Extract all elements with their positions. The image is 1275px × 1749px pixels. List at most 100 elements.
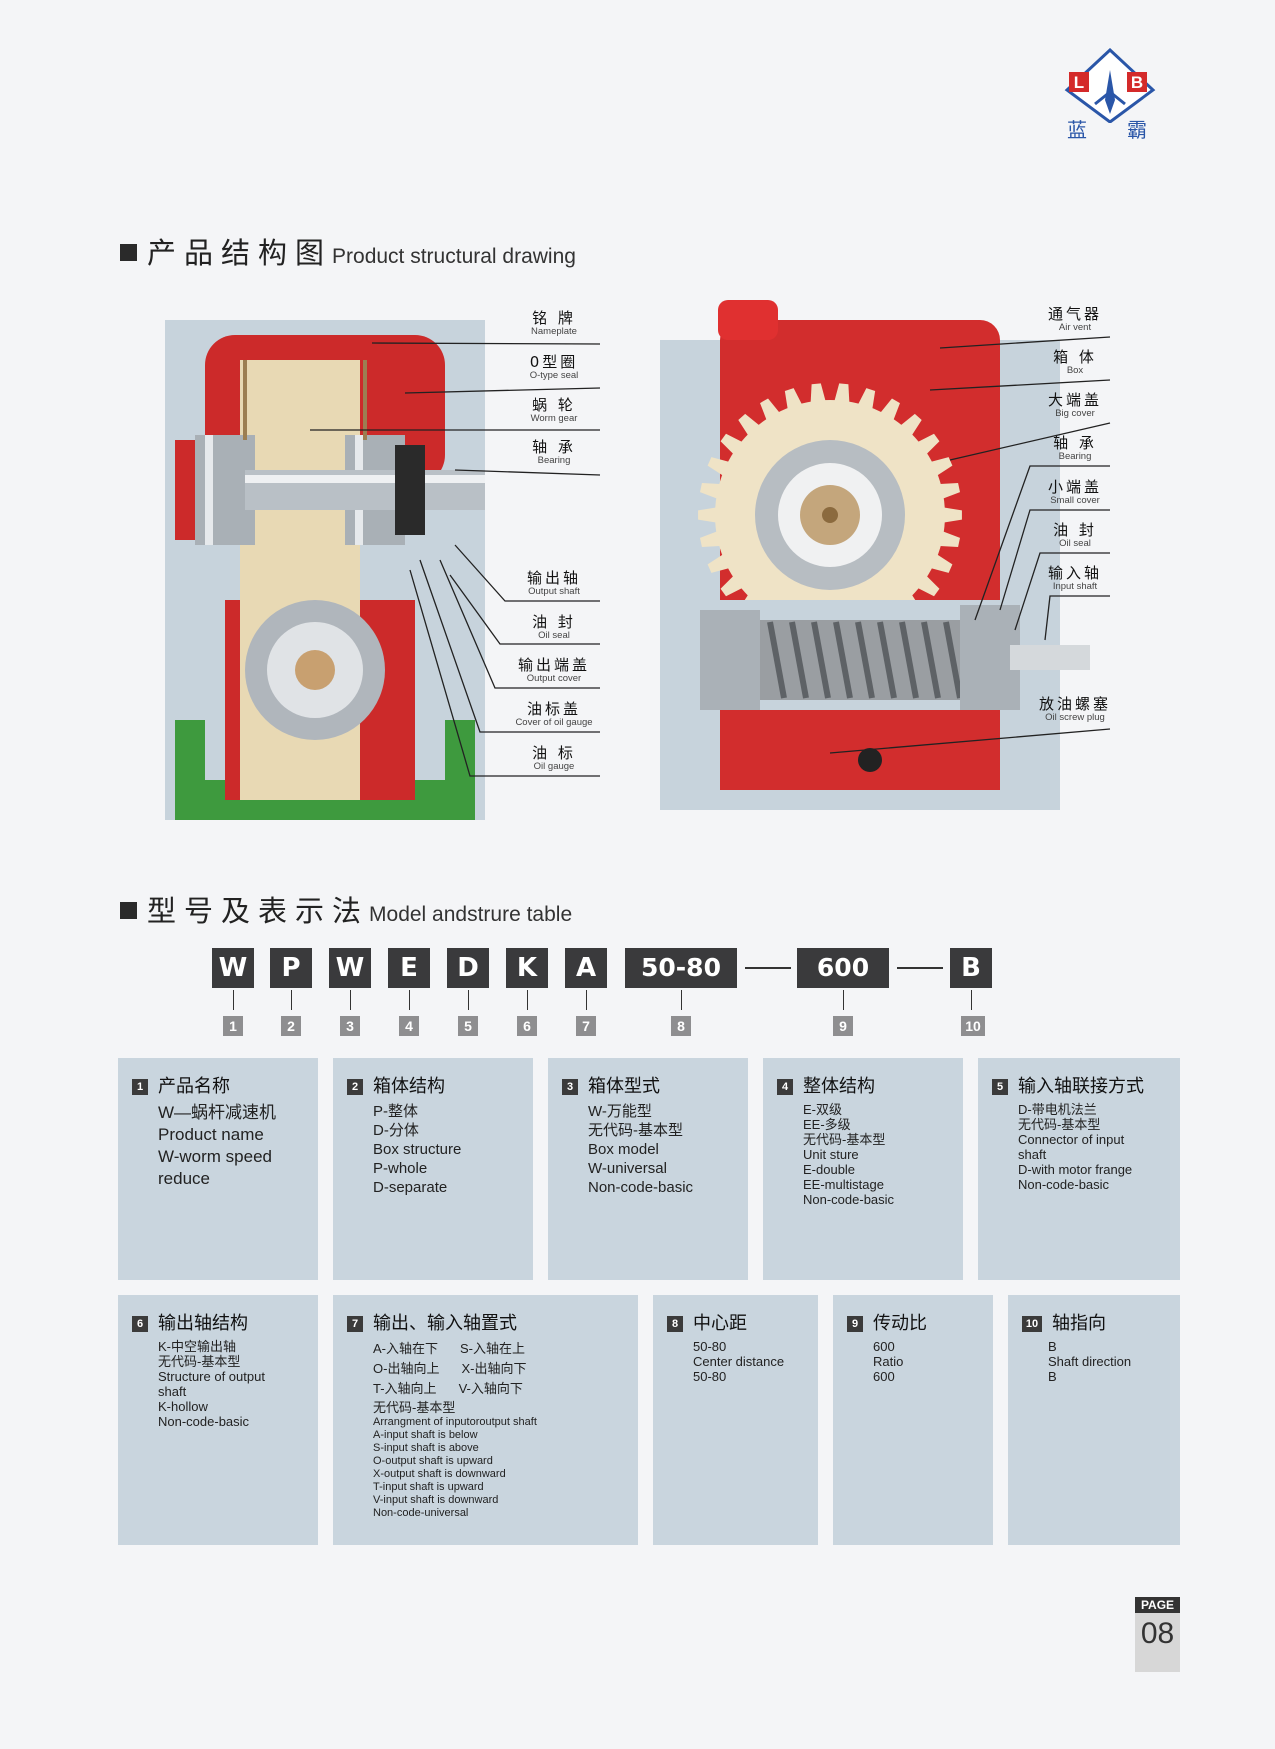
gear-tooth — [810, 383, 827, 405]
box-title: 箱体型式 — [588, 1076, 660, 1097]
box-title: 中心距 — [693, 1313, 747, 1334]
box-title: 产品名称 — [158, 1076, 230, 1097]
code-box-5: D — [447, 948, 489, 988]
gear-tooth — [915, 574, 940, 597]
box-line: W-worm speed — [158, 1147, 272, 1166]
box-line: shaft — [158, 1384, 187, 1399]
code-box-9: 600 — [797, 948, 889, 988]
box-line: W—蜗杆减速机 — [158, 1103, 277, 1122]
box-line: P-whole — [373, 1160, 428, 1177]
box-line: E-双级 — [803, 1102, 843, 1117]
box-line: EE-multistage — [803, 1177, 884, 1192]
box-line: B — [1048, 1339, 1057, 1354]
box-title: 输入轴联接方式 — [1018, 1076, 1144, 1097]
worm-thread-line — [767, 621, 787, 699]
gear-tooth — [784, 388, 803, 412]
box-line: Connector of input — [1018, 1132, 1125, 1147]
box-title: 箱体结构 — [373, 1076, 445, 1097]
worm-thread-line — [789, 621, 809, 699]
box-line: Arrangment of inputoroutput shaft — [373, 1416, 537, 1428]
box-number-icon: 5 — [992, 1079, 1008, 1095]
code-box-2: P — [270, 948, 312, 988]
code-tick — [350, 990, 351, 1010]
code-tick — [468, 990, 469, 1010]
section-title-en: Product structural drawing — [332, 245, 576, 268]
gear-tooth — [937, 530, 960, 547]
box-line: 50-80 — [693, 1339, 727, 1354]
box-line: D-带电机法兰 — [1018, 1102, 1097, 1117]
worm-thread-line — [899, 621, 919, 699]
box-line: shaft — [1018, 1147, 1047, 1162]
logo-letter-b: B — [1131, 73, 1143, 92]
gear-tooth — [879, 398, 900, 423]
box-number-icon: 7 — [347, 1316, 363, 1332]
section-title-structure: 产品结构图Product structural drawing — [120, 230, 576, 272]
box-line: D-分体 — [373, 1122, 419, 1139]
box-number-icon: 4 — [777, 1079, 793, 1095]
code-tick — [527, 990, 528, 1010]
gearbox-side-section-image — [165, 320, 485, 820]
box-line: Unit sture — [803, 1147, 859, 1162]
box-line: Non-code-basic — [588, 1179, 694, 1196]
box-number-icon: 9 — [847, 1316, 863, 1332]
box-title: 传动比 — [873, 1313, 927, 1334]
box-line: D-separate — [373, 1179, 448, 1196]
box-line: 无代码-基本型 — [1018, 1117, 1101, 1132]
code-number-5: 5 — [458, 1016, 478, 1036]
code-number-3: 3 — [340, 1016, 360, 1036]
box-line: E-double — [803, 1162, 856, 1177]
gear-tooth — [915, 433, 940, 456]
box-line: B — [1048, 1369, 1057, 1384]
code-number-1: 1 — [223, 1016, 243, 1036]
worm-thread-line — [855, 621, 875, 699]
box-line: Ratio — [873, 1354, 904, 1369]
box-line: W-universal — [588, 1160, 667, 1177]
box-line: T-input shaft is upward — [373, 1481, 484, 1493]
box-line: X-output shaft is downward — [373, 1468, 506, 1480]
brand-logo: L B 蓝 霸 — [1055, 47, 1165, 148]
code-box-6: K — [506, 948, 548, 988]
box-line: Structure of output — [158, 1369, 265, 1384]
gear-tooth — [937, 483, 960, 500]
box-line: Shaft direction — [1048, 1354, 1132, 1369]
box-line: 600 — [873, 1339, 895, 1354]
box-line: 无代码-基本型 — [803, 1132, 886, 1147]
code-number-2: 2 — [281, 1016, 301, 1036]
gear-tooth — [700, 483, 723, 500]
box-line: A-input shaft is below — [373, 1429, 478, 1441]
box-number-icon: 2 — [347, 1079, 363, 1095]
gear-tooth — [760, 398, 781, 423]
box-number-icon: 3 — [562, 1079, 578, 1095]
gear-tooth — [720, 433, 745, 456]
gear-tooth — [698, 507, 719, 523]
box-line: O-output shaft is upward — [373, 1455, 493, 1467]
code-number-9: 9 — [833, 1016, 853, 1036]
gear-tooth — [928, 553, 953, 573]
page-marker: PAGE 08 — [1135, 1597, 1180, 1672]
box-line: 无代码-基本型 — [158, 1354, 241, 1369]
section-title-model: 型号及表示法Model andstrure table — [120, 888, 572, 930]
code-tick — [971, 990, 972, 1010]
gear-tooth — [700, 530, 723, 547]
logo-letter-l: L — [1074, 73, 1084, 92]
page-number: 08 — [1140, 1617, 1175, 1650]
box-line: Non-code-universal — [373, 1507, 469, 1519]
box-line: 600 — [873, 1369, 895, 1384]
box-line: reduce — [158, 1169, 210, 1188]
box-line: P-整体 — [373, 1103, 419, 1120]
worm-thread-line — [921, 621, 941, 699]
